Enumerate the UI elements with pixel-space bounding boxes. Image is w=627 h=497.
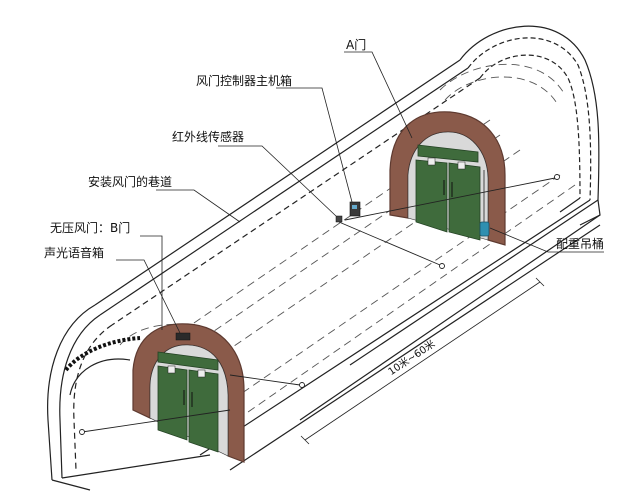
door-a-left-leaf (415, 159, 448, 233)
arch-lettering-band (64, 336, 141, 372)
counterweight-bucket (479, 221, 490, 237)
door-b-left-leaf (157, 365, 188, 441)
door-b-right-leaf (188, 369, 219, 453)
label-audio-light-box: 声光语音箱 (44, 246, 105, 260)
door-a-right-leaf (448, 162, 481, 241)
label-unpressured-door-b: 无压风门：B门 (50, 221, 131, 235)
label-counterweight-bucket: 配重吊桶 (556, 237, 605, 251)
spacing-dimension (300, 277, 545, 445)
label-infrared-sensor: 红外线传感器 (172, 130, 245, 144)
sensor-cables (79, 174, 560, 435)
door-b-assembly (132, 323, 245, 463)
label-controller-host-box: 风门控制器主机箱 (196, 74, 293, 88)
infrared-sensor (335, 215, 343, 223)
label-tunnel-with-doors: 安装风门的巷道 (88, 175, 173, 189)
door-a-assembly (335, 111, 506, 246)
label-door-a: A门 (346, 38, 367, 52)
leader-lines (116, 51, 604, 334)
audio-light-box (175, 332, 191, 341)
tunnel-shell (47, 25, 601, 491)
